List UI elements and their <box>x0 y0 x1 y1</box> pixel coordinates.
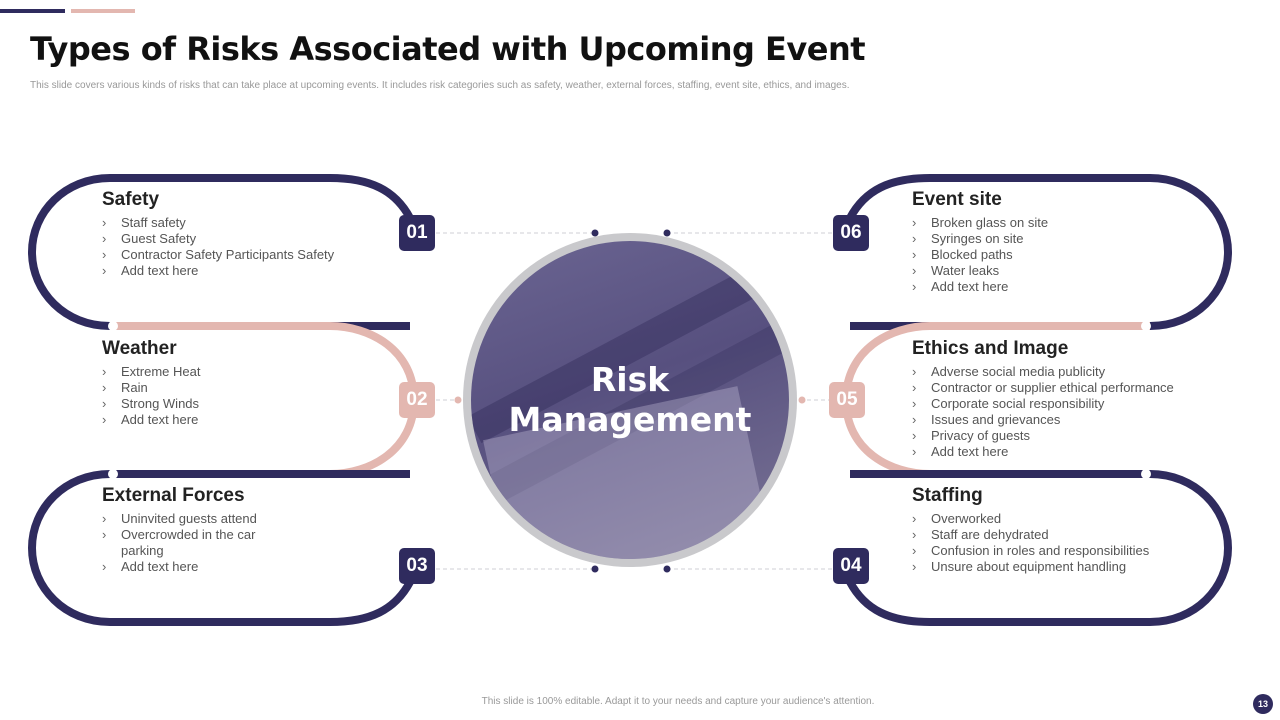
list-item: Staff safety <box>102 215 392 231</box>
hub-label-line2: Management <box>508 400 752 439</box>
list-item: Overworked <box>912 511 1202 527</box>
category-title: Weather <box>102 338 177 359</box>
list-item: Strong Winds <box>102 396 362 412</box>
list-item: Corporate social responsibility <box>912 396 1202 412</box>
hub-label-line1: Risk <box>590 360 670 399</box>
category-title: Ethics and Image <box>912 338 1069 359</box>
hub-photo: Risk Management <box>471 241 789 559</box>
list-item: Overcrowded in the car parking <box>102 527 260 559</box>
list-item: Add text here <box>102 559 260 575</box>
category-external-forces: External Forces Uninvited guests attend … <box>102 485 260 575</box>
arc-staffing <box>846 470 1233 626</box>
list-item: Add text here <box>102 412 362 428</box>
category-title: Safety <box>102 189 160 210</box>
badge-03: 03 <box>399 548 435 584</box>
accent-bar-pink <box>71 9 135 13</box>
page-subtitle: This slide covers various kinds of risks… <box>30 80 850 91</box>
list-item: Guest Safety <box>102 231 392 247</box>
category-title: External Forces <box>102 485 245 506</box>
list-item: Unsure about equipment handling <box>912 559 1202 575</box>
list-item: Uninvited guests attend <box>102 511 260 527</box>
badge-06: 06 <box>833 215 869 251</box>
list-item: Privacy of guests <box>912 428 1202 444</box>
category-title: Staffing <box>912 485 983 506</box>
category-event-site: Event site Broken glass on site Syringes… <box>912 189 1192 295</box>
accent-bar-dark <box>0 9 65 13</box>
risk-management-hub: Risk Management <box>463 233 797 567</box>
category-safety: Safety Staff safety Guest Safety Contrac… <box>102 189 392 279</box>
list-item: Add text here <box>102 263 392 279</box>
list-item: Contractor or supplier ethical performan… <box>912 380 1202 396</box>
page-title: Types of Risks Associated with Upcoming … <box>30 30 866 68</box>
arc-safety <box>27 174 414 330</box>
list-item: Blocked paths <box>912 247 1192 263</box>
footer-note: This slide is 100% editable. Adapt it to… <box>481 696 875 707</box>
list-item: Confusion in roles and responsibilities <box>912 543 1202 559</box>
badge-05: 05 <box>829 382 865 418</box>
badge-02: 02 <box>399 382 435 418</box>
list-item: Add text here <box>912 444 1202 460</box>
list-item: Issues and grievances <box>912 412 1202 428</box>
category-ethics-and-image: Ethics and Image Adverse social media pu… <box>912 338 1202 460</box>
list-item: Broken glass on site <box>912 215 1192 231</box>
list-item: Contractor Safety Participants Safety <box>102 247 392 263</box>
category-weather: Weather Extreme Heat Rain Strong Winds A… <box>102 338 362 428</box>
list-item: Adverse social media publicity <box>912 364 1202 380</box>
badge-01: 01 <box>399 215 435 251</box>
list-item: Add text here <box>912 279 1192 295</box>
page-number: 13 <box>1253 694 1273 714</box>
list-item: Staff are dehydrated <box>912 527 1202 543</box>
arc-event-site <box>846 174 1233 330</box>
list-item: Syringes on site <box>912 231 1192 247</box>
category-title: Event site <box>912 189 1002 210</box>
list-item: Rain <box>102 380 362 396</box>
hub-label: Risk Management <box>471 241 789 559</box>
list-item: Extreme Heat <box>102 364 362 380</box>
badge-04: 04 <box>833 548 869 584</box>
list-item: Water leaks <box>912 263 1192 279</box>
arc-external-forces <box>27 470 414 626</box>
category-staffing: Staffing Overworked Staff are dehydrated… <box>912 485 1202 575</box>
